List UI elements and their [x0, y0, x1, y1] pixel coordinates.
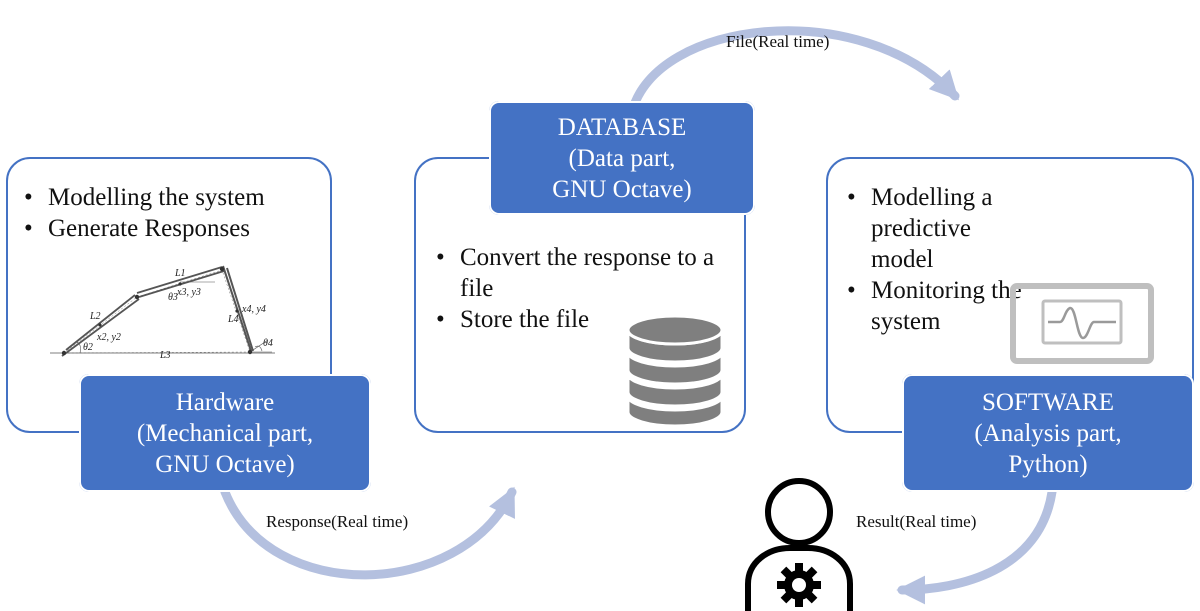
hardware-bullets: Modelling the system Generate Responses [22, 182, 332, 244]
flow-label-result: Result(Real time) [856, 512, 977, 531]
software-bullets: Modelling a predictive model Monitoring … [845, 182, 1035, 337]
software-title-line-1: SOFTWARE [982, 388, 1114, 416]
database-title-line-3: GNU Octave) [552, 175, 692, 203]
label-theta3: θ3 [168, 292, 178, 303]
software-title-box: SOFTWARE (Analysis part, Python) [902, 374, 1194, 492]
flow-label-file: File(Real time) [726, 32, 830, 51]
hardware-bullet-1: Modelling the system [22, 182, 332, 213]
software-title-line-3: Python) [1008, 450, 1088, 478]
arrow-result [896, 487, 1057, 605]
label-l2: L2 [89, 311, 101, 322]
label-l4: L4 [227, 314, 239, 325]
arrow-file [627, 26, 960, 117]
software-title-line-2: (Analysis part, [974, 419, 1122, 447]
flow-label-response: Response(Real time) [266, 512, 409, 531]
hardware-title-line-1: Hardware [175, 388, 275, 416]
label-l3: L3 [159, 350, 171, 361]
hardware-bullet-2: Generate Responses [22, 213, 332, 244]
label-theta2: θ2 [83, 342, 93, 353]
label-p4: x4, y4 [241, 304, 266, 315]
hardware-title-box: Hardware (Mechanical part, GNU Octave) [79, 374, 371, 492]
label-l1: L1 [174, 268, 186, 279]
database-title-line-2: (Data part, [568, 144, 676, 172]
software-bullet-2: Monitoring the system [845, 275, 1035, 337]
database-bullet-2: Store the file [434, 304, 744, 335]
database-bullets: Convert the response to a file Store the… [434, 242, 744, 335]
hardware-title-line-3: GNU Octave) [155, 450, 295, 478]
database-bullet-1: Convert the response to a file [434, 242, 744, 304]
hardware-title-line-2: (Mechanical part, [136, 419, 314, 447]
database-title-box: DATABASE (Data part, GNU Octave) [489, 101, 755, 215]
arrow-response [220, 486, 517, 580]
label-p3: x3, y3 [176, 287, 201, 298]
software-bullet-1: Modelling a predictive model [845, 182, 1035, 275]
label-p2: x2, y2 [96, 332, 121, 343]
database-title-line-1: DATABASE [557, 113, 687, 141]
label-theta4: θ4 [263, 338, 273, 349]
